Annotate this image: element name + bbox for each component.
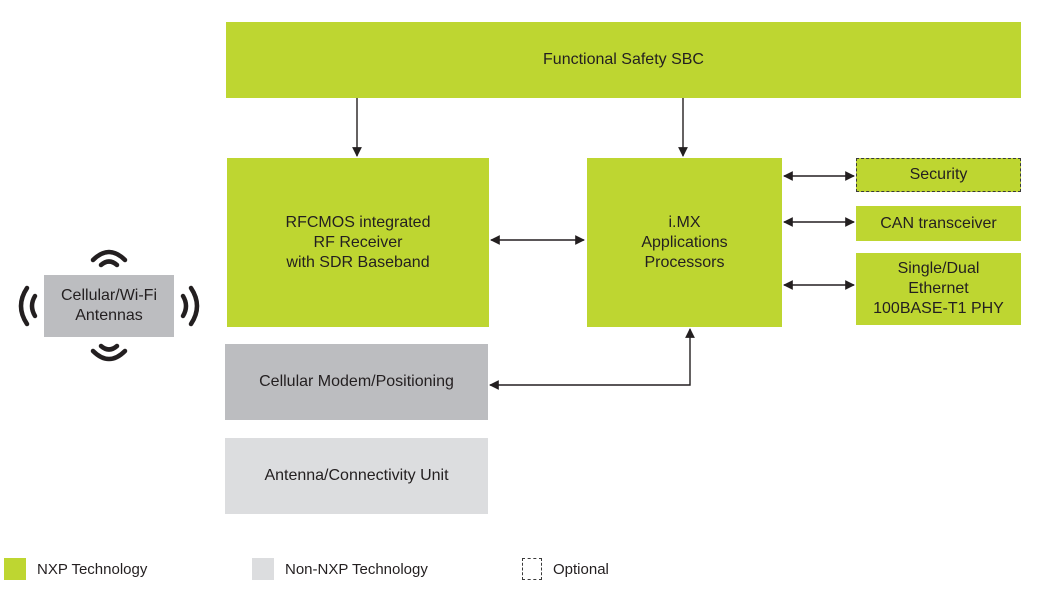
connectivity-unit-block: Antenna/Connectivity Unit: [225, 438, 488, 514]
functional-safety-sbc-block: Functional Safety SBC: [226, 22, 1021, 98]
ethernet-phy-label: Single/Dual Ethernet 100BASE-T1 PHY: [873, 260, 1004, 317]
legend-nxp-swatch: [4, 558, 26, 580]
connectivity-unit-label: Antenna/Connectivity Unit: [264, 467, 449, 484]
signal-waves-icon: [18, 249, 200, 362]
antennas-label: Cellular/Wi-Fi Antennas: [61, 287, 157, 324]
security-block: Security: [856, 158, 1021, 192]
ethernet-phy-block: Single/Dual Ethernet 100BASE-T1 PHY: [856, 253, 1021, 325]
legend-non-nxp-technology: Non-NXP Technology: [252, 558, 428, 580]
legend-non-nxp-label: Non-NXP Technology: [285, 560, 428, 578]
rf-receiver-label: RFCMOS integrated RF Receiver with SDR B…: [285, 213, 431, 271]
functional-safety-sbc-label: Functional Safety SBC: [543, 51, 704, 68]
legend-optional-swatch: [522, 558, 542, 580]
can-transceiver-label: CAN transceiver: [880, 214, 997, 232]
rf-receiver-block: RFCMOS integrated RF Receiver with SDR B…: [227, 158, 489, 327]
imx-processor-block: i.MX Applications Processors: [587, 158, 782, 327]
imx-processor-label: i.MX Applications Processors: [641, 213, 728, 271]
legend-optional: Optional: [522, 558, 609, 580]
legend-non-nxp-swatch: [252, 558, 274, 580]
can-transceiver-block: CAN transceiver: [856, 206, 1021, 241]
legend-nxp-label: NXP Technology: [37, 560, 148, 578]
legend-optional-label: Optional: [553, 560, 609, 578]
cellular-modem-block: Cellular Modem/Positioning: [225, 344, 488, 420]
modem-imx-bidirectional-arrow: [489, 328, 695, 390]
antennas-block: Cellular/Wi-Fi Antennas: [44, 275, 174, 337]
cellular-modem-label: Cellular Modem/Positioning: [259, 373, 454, 390]
legend-nxp-technology: NXP Technology: [4, 558, 147, 580]
security-label: Security: [909, 166, 968, 183]
